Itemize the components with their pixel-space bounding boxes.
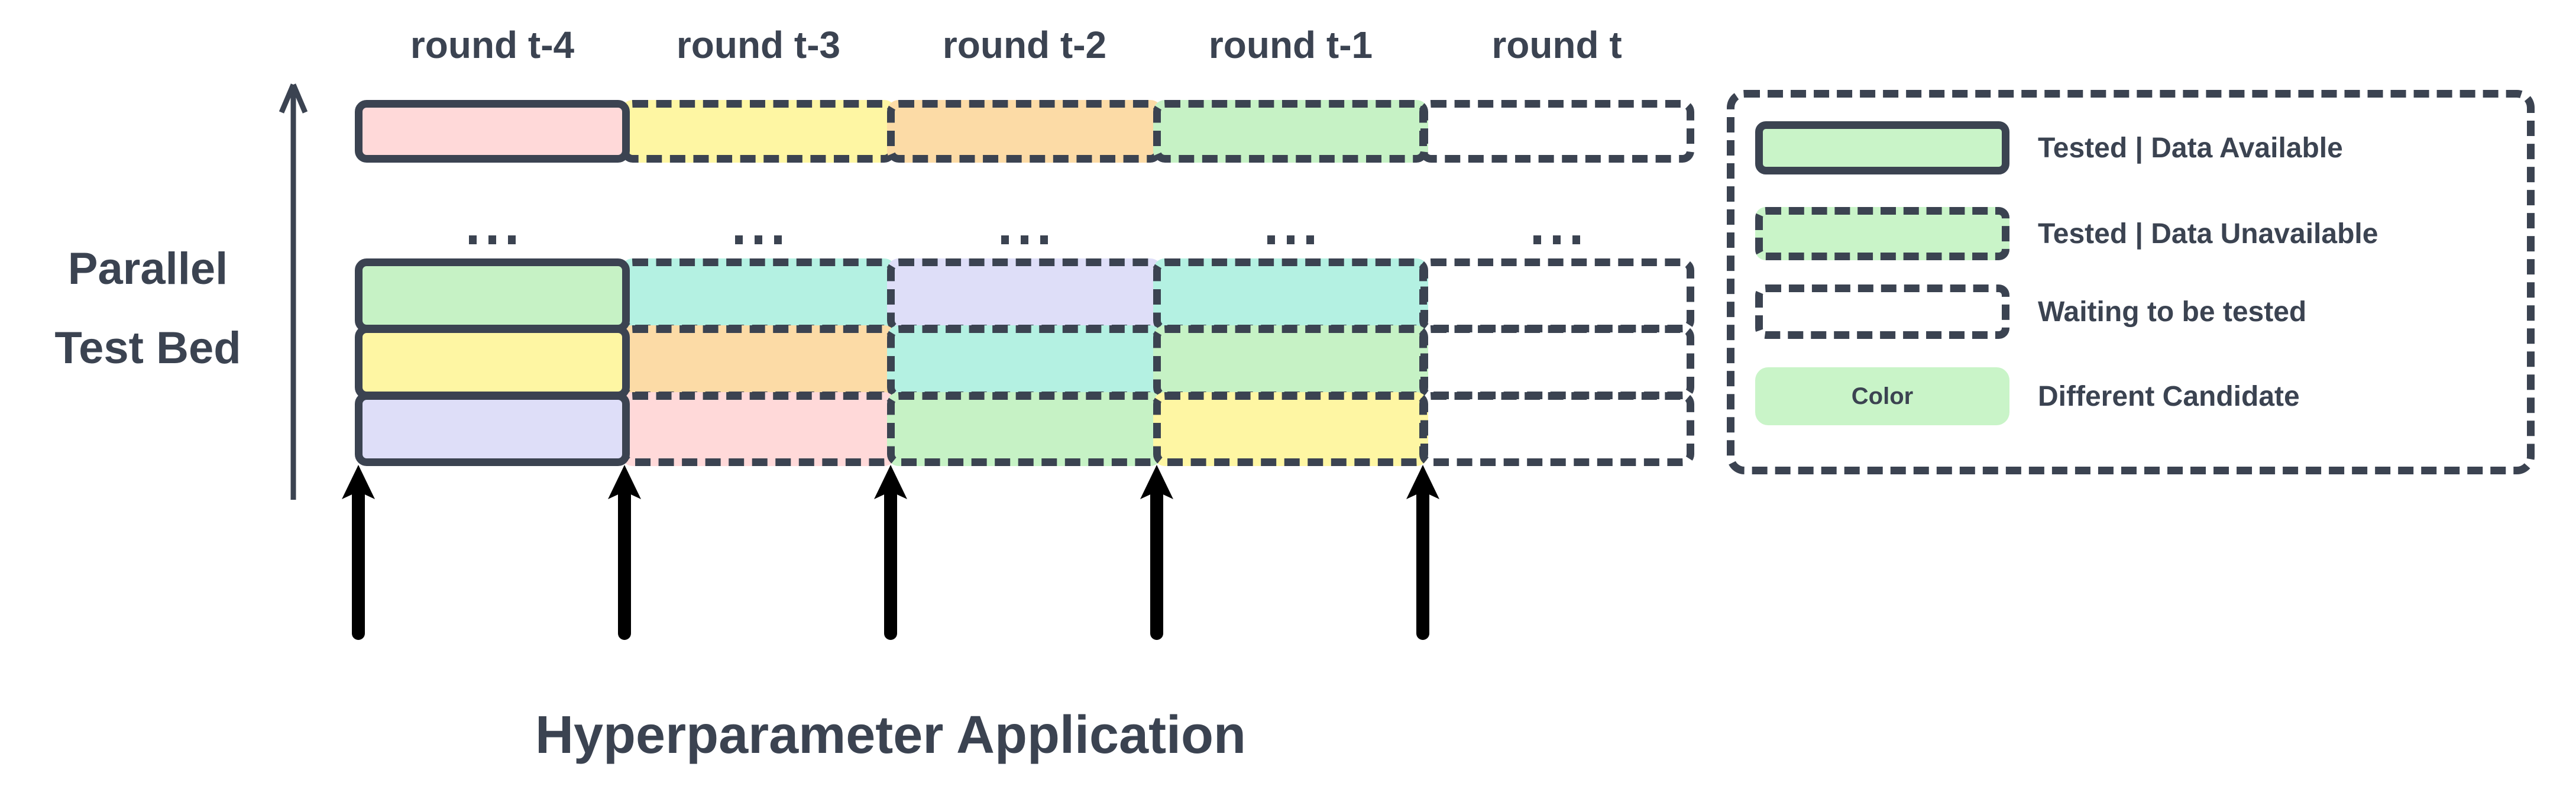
legend-label: Different Candidate (2038, 380, 2300, 412)
round-label: round t (1491, 24, 1622, 66)
candidate-cell (621, 100, 896, 163)
legend-label: Tested | Data Available (2038, 132, 2343, 164)
ellipsis-dot (1040, 235, 1048, 244)
round-label: round t-2 (942, 24, 1107, 66)
test-bed-axis-arrow-icon (279, 83, 308, 500)
round-label: round t-3 (676, 24, 841, 66)
candidate-cell (887, 392, 1162, 466)
legend-item-different-candidate: Color Different Candidate (1755, 367, 2509, 425)
ellipsis-dot (508, 235, 516, 244)
candidate-cell (1419, 258, 1694, 332)
legend-item-tested-data-available: Tested | Data Available (1755, 121, 2509, 174)
hyperparameter-application-label: Hyperparameter Application (535, 706, 1246, 765)
candidate-cell (887, 325, 1162, 399)
legend-swatch-waiting-to-be-tested-icon (1755, 284, 2009, 339)
hyperparameter-arrow-icon (338, 465, 379, 642)
candidate-cell (1153, 325, 1428, 399)
legend-swatch-tested-data-available-icon (1755, 121, 2009, 174)
ellipsis-dot (1306, 235, 1314, 244)
candidate-cell (355, 258, 630, 332)
legend-swatch-different-candidate-icon: Color (1755, 367, 2009, 425)
candidate-cell (1153, 100, 1428, 163)
ellipsis-dot (1533, 235, 1541, 244)
candidate-cell (1153, 392, 1428, 466)
legend-item-waiting-to-be-tested: Waiting to be tested (1755, 284, 2509, 339)
ellipsis-dot (1572, 235, 1580, 244)
hyperparameter-arrow-icon (1402, 465, 1444, 642)
candidate-cell (1153, 258, 1428, 332)
candidate-cell (1419, 325, 1694, 399)
hyperparameter-arrow-icon (870, 465, 911, 642)
parallel-test-bed-label: Parallel Test Bed (18, 229, 278, 388)
ellipsis-dot (469, 235, 477, 244)
ellipsis-dot (774, 235, 782, 244)
ellipsis-icon (1419, 235, 1694, 244)
ellipsis-dot (488, 235, 496, 244)
legend-label: Waiting to be tested (2038, 296, 2307, 328)
legend: Tested | Data Available Tested | Data Un… (1727, 90, 2535, 474)
candidate-cell (1419, 100, 1694, 163)
ellipsis-dot (1287, 235, 1295, 244)
candidate-cell (621, 325, 896, 399)
hyperparameter-arrow-icon (604, 465, 645, 642)
ellipsis-dot (735, 235, 743, 244)
candidate-cell (621, 392, 896, 466)
round-label: round t-4 (410, 24, 575, 66)
candidate-cell (1419, 392, 1694, 466)
ellipsis-dot (1267, 235, 1275, 244)
ellipsis-icon (1153, 235, 1428, 244)
axis-label-line2: Test Bed (54, 323, 241, 373)
round-label: round t-1 (1208, 24, 1373, 66)
candidate-cell (355, 100, 630, 163)
ellipsis-icon (621, 235, 896, 244)
legend-label: Tested | Data Unavailable (2038, 218, 2378, 250)
legend-item-tested-data-unavailable: Tested | Data Unavailable (1755, 207, 2509, 260)
candidate-cell (621, 258, 896, 332)
color-chip-label: Color (1851, 383, 1914, 409)
candidate-cell (887, 100, 1162, 163)
ellipsis-dot (1001, 235, 1009, 244)
axis-label-line1: Parallel (67, 244, 228, 294)
ellipsis-dot (755, 235, 762, 244)
candidate-cell (887, 258, 1162, 332)
ellipsis-dot (1021, 235, 1028, 244)
legend-swatch-tested-data-unavailable-icon (1755, 207, 2009, 260)
ellipsis-icon (887, 235, 1162, 244)
ellipsis-dot (1553, 235, 1561, 244)
hyperparameter-arrow-icon (1136, 465, 1177, 642)
ellipsis-icon (355, 235, 630, 244)
candidate-cell (355, 392, 630, 466)
candidate-cell (355, 325, 630, 399)
